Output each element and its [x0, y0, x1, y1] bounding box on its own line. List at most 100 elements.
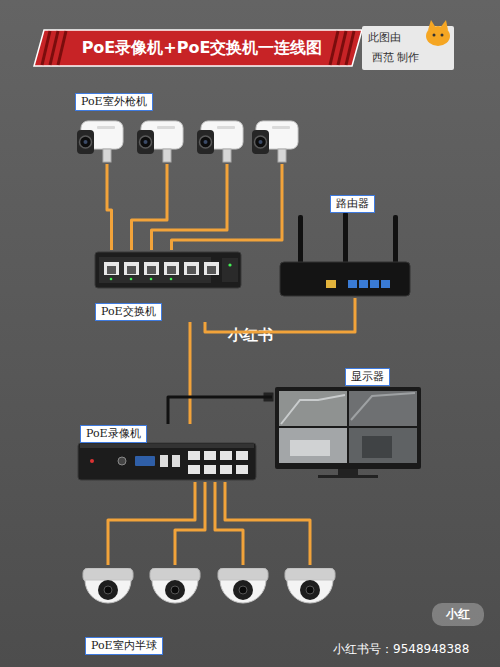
dome-camera [83, 568, 133, 603]
bullet-camera [252, 121, 298, 162]
status-led [110, 278, 113, 281]
router-body [280, 262, 410, 296]
title-band [34, 30, 362, 66]
poe-port [204, 451, 216, 460]
device-node: 显示器 [272, 366, 422, 478]
network-cable [152, 164, 228, 250]
port-socket [147, 266, 156, 274]
camera-view [279, 391, 347, 426]
network-cable [108, 482, 195, 565]
switch-port [164, 262, 179, 275]
poe-port [236, 465, 248, 474]
wan-port [326, 280, 336, 288]
camera-view [349, 391, 417, 426]
device-label: PoE室外枪机 [75, 93, 153, 111]
poe-port [220, 451, 232, 460]
switch-port [124, 262, 139, 275]
network-cable [189, 322, 192, 424]
device-label: 显示器 [345, 368, 390, 386]
band-stripe [42, 31, 50, 65]
watermark: 小红 [432, 603, 484, 626]
device-node: PoE室内半球 [75, 565, 337, 657]
network-cable [215, 482, 243, 565]
device-node: 路由器 [278, 193, 413, 298]
poe-port [220, 465, 232, 474]
device-label: PoE交换机 [95, 303, 162, 321]
camera-view [349, 428, 417, 463]
port-socket [207, 266, 216, 274]
switch-side-panel [222, 258, 238, 282]
diagram-title: PoE录像机+PoE交换机一连线图 [62, 30, 342, 66]
network-cable [107, 164, 112, 250]
device-label: 路由器 [330, 195, 375, 213]
scene-object [362, 436, 392, 458]
switch-port [104, 262, 119, 275]
poe-port [236, 451, 248, 460]
network-cable [225, 482, 310, 565]
credit-text: 西范 制作 [372, 50, 420, 65]
hdmi-cable [168, 397, 272, 424]
usb-port [160, 455, 168, 467]
device-node: PoE录像机 [78, 424, 258, 482]
lan-port [370, 280, 379, 288]
bullet-camera [197, 121, 243, 162]
monitor-frame [275, 387, 421, 469]
watermark: 小红书号：9548948388 [333, 641, 469, 658]
network-cable [172, 164, 283, 250]
credit-text: 此图由 [368, 30, 401, 45]
band-stripe [58, 31, 66, 65]
switch-port [144, 262, 159, 275]
switch-port [204, 262, 219, 275]
device-label: PoE录像机 [80, 425, 147, 443]
poe-port [188, 465, 200, 474]
credit-box [362, 26, 454, 70]
camera-view [279, 428, 347, 463]
network-cable [205, 298, 355, 332]
router-antenna [343, 212, 348, 264]
cat-eye [441, 34, 444, 37]
poe-port [204, 465, 216, 474]
monitor-stand [338, 469, 358, 475]
monitor-base [318, 475, 378, 478]
lan-port [348, 280, 357, 288]
poe-port [188, 451, 200, 460]
dome-camera [150, 568, 200, 603]
port-socket [187, 266, 196, 274]
switch-body [95, 252, 241, 288]
cat-face [426, 26, 450, 46]
bullet-camera [137, 121, 183, 162]
device-node: PoE交换机 [92, 250, 242, 322]
nvr-top-edge [80, 444, 254, 448]
switch-panel [99, 257, 211, 283]
device-label: PoE室内半球 [85, 637, 163, 655]
router-antenna [298, 215, 303, 265]
network-cable [175, 482, 205, 565]
band-stripe [338, 31, 346, 65]
vga-port [135, 456, 155, 466]
lan-port [381, 280, 390, 288]
port-socket [107, 266, 116, 274]
scene-object [290, 440, 330, 456]
audio-jack [118, 457, 126, 465]
scene-beam [281, 395, 345, 424]
band-stripe [330, 31, 338, 65]
usb-port [172, 455, 180, 467]
scene-beam [351, 393, 415, 420]
network-cable [132, 164, 168, 250]
nvr-body [78, 443, 256, 480]
status-led [150, 278, 153, 281]
band-stripe [50, 31, 58, 65]
watermark: 小红书 [228, 326, 273, 345]
dome-camera [218, 568, 268, 603]
switch-port [184, 262, 199, 275]
lan-port [359, 280, 368, 288]
band-stripe [346, 31, 354, 65]
bullet-camera [77, 121, 123, 162]
dome-camera [285, 568, 335, 603]
device-node: PoE室外枪机 [62, 92, 312, 164]
power-led [90, 459, 94, 463]
status-led [170, 278, 173, 281]
power-led [228, 263, 231, 266]
